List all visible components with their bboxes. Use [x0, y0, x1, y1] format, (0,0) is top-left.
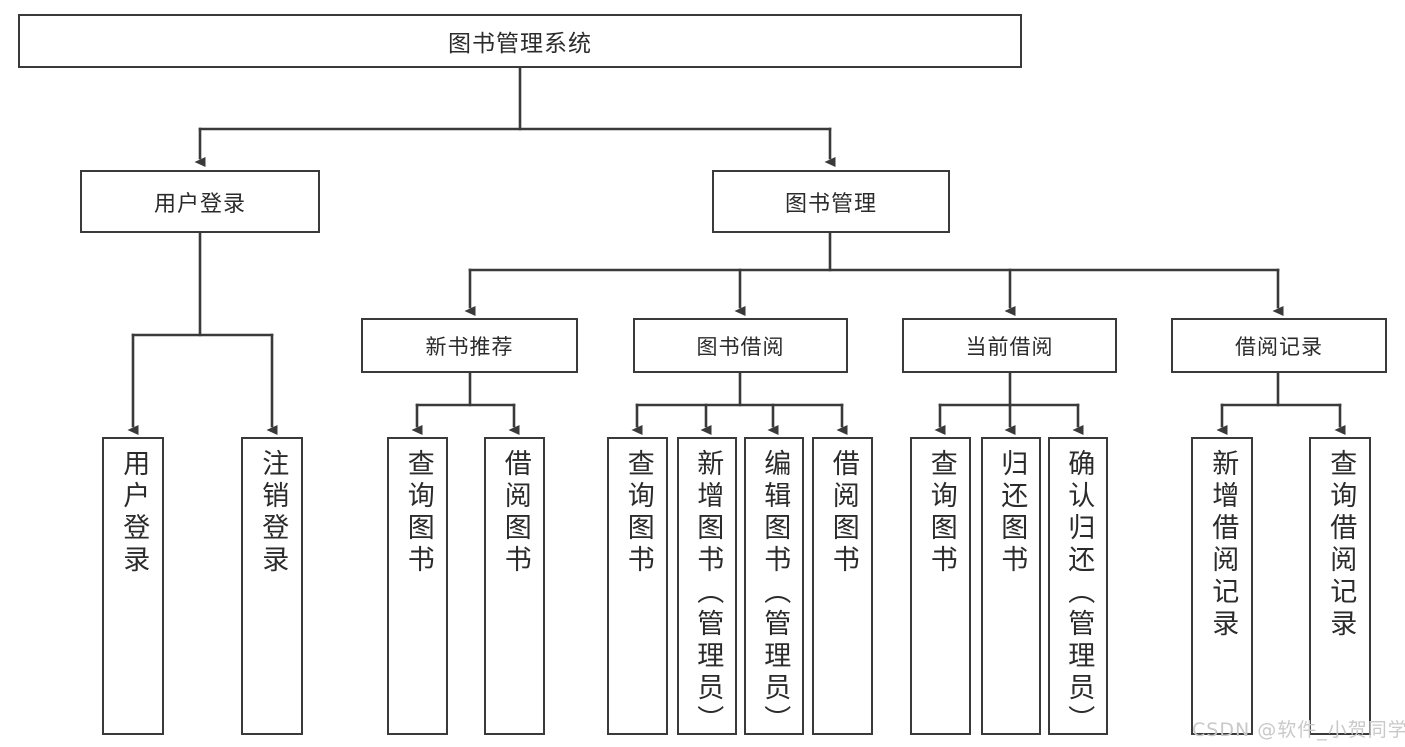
leaf-query-book-new[interactable]: 查询图书	[387, 437, 448, 735]
node-current-borrow[interactable]: 当前借阅	[902, 318, 1117, 373]
node-label: 归还图书	[996, 449, 1028, 577]
node-label: 借阅记录	[1235, 334, 1323, 359]
node-label: 图书借阅	[696, 334, 785, 359]
csdn-watermark: CSDN @软件_小贺同学	[1192, 719, 1405, 741]
node-borrow-record[interactable]: 借阅记录	[1171, 318, 1387, 373]
leaf-add-borrow-record[interactable]: 新增借阅记录	[1191, 437, 1253, 735]
node-label: 查询图书	[925, 449, 957, 577]
node-label: 查询图书	[402, 449, 434, 577]
leaf-logout[interactable]: 注销登录	[241, 437, 303, 735]
leaf-add-book-admin[interactable]: 新增图书（管理员）	[677, 437, 737, 737]
node-label: 新增借阅记录	[1207, 449, 1239, 641]
leaf-query-book-current[interactable]: 查询图书	[910, 437, 971, 735]
node-book-management[interactable]: 图书管理	[712, 170, 950, 233]
node-label: 确认归还（管理员）	[1063, 449, 1095, 737]
node-label: 新书推荐	[425, 334, 514, 359]
node-new-book-recommend[interactable]: 新书推荐	[361, 318, 578, 373]
leaf-borrow-book[interactable]: 借阅图书	[812, 437, 873, 735]
leaf-query-book-borrow[interactable]: 查询图书	[607, 437, 668, 735]
leaf-edit-book-admin[interactable]: 编辑图书（管理员）	[744, 437, 804, 737]
node-label: 查询借阅记录	[1325, 449, 1357, 641]
node-label: 注销登录	[257, 449, 289, 577]
leaf-borrow-book-new[interactable]: 借阅图书	[484, 437, 545, 735]
leaf-query-borrow-record[interactable]: 查询借阅记录	[1309, 437, 1371, 735]
node-label: 查询图书	[622, 449, 654, 577]
node-label: 图书管理系统	[448, 31, 592, 57]
node-label: 借阅图书	[827, 449, 859, 577]
node-book-borrow[interactable]: 图书借阅	[633, 318, 848, 373]
node-user-login[interactable]: 用户登录	[80, 170, 320, 233]
node-label: 编辑图书（管理员）	[759, 449, 791, 737]
node-label: 借阅图书	[499, 449, 531, 577]
node-label: 当前借阅	[965, 334, 1054, 359]
leaf-return-book[interactable]: 归还图书	[981, 437, 1041, 735]
node-root-system[interactable]: 图书管理系统	[18, 14, 1022, 68]
node-label: 新增图书（管理员）	[692, 449, 724, 737]
leaf-user-login[interactable]: 用户登录	[102, 437, 164, 735]
node-label: 图书管理	[784, 191, 877, 217]
leaf-confirm-return-admin[interactable]: 确认归还（管理员）	[1048, 437, 1108, 737]
node-label: 用户登录	[153, 191, 246, 217]
node-label: 用户登录	[118, 449, 150, 577]
